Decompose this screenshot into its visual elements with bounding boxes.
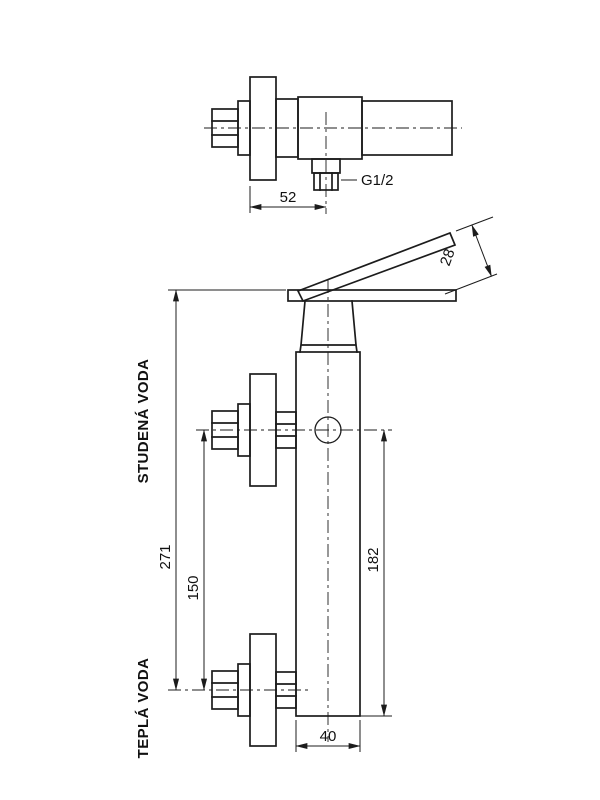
dimension-line [471,224,492,277]
body-neck [299,300,358,353]
dimension-52: 52 [249,186,327,213]
outlet-hex-nut [313,172,339,191]
hex-facets [211,682,239,698]
wall-flange [249,76,277,181]
front-view: 28 271 150 182 40 STUDENÁ VODA TEPLÁ VOD… [135,216,498,759]
dimension-150: 150 [185,429,208,691]
thread-label: G1/2 [361,172,394,189]
hot-water-label: TEPLÁ VODA [135,658,152,759]
thread-callout: G1/2 [341,172,394,189]
dim-52-value: 52 [280,189,297,206]
outlet-hex-facets [319,172,333,191]
extension-line-top [455,216,494,232]
lever-handle [296,231,457,303]
dim-150-value: 150 [185,575,202,600]
union-hex [275,411,297,449]
mixer-body [295,351,361,717]
union-hex-facets [275,683,297,697]
dim-271-value: 271 [157,544,174,569]
union-hex-facets [275,423,297,437]
extension-line-bottom [444,273,498,295]
dim-28-value: 28 [437,247,459,268]
dimension-40: 40 [295,720,361,752]
dim-182-value: 182 [365,547,382,572]
cold-water-label: STUDENÁ VODA [135,359,152,484]
dimension-28: 28 [437,216,498,295]
cartridge-port-circle [314,416,342,444]
dimension-182: 182 [360,429,392,717]
hex-facets [211,422,239,438]
upper-connection [211,373,297,487]
dim-40-value: 40 [320,728,337,745]
union-hex [275,671,297,709]
top-cover-plate [287,289,457,302]
dimension-271: 271 [157,289,286,691]
top-view: 52 G1/2 [204,76,462,214]
lever-side [361,100,453,156]
supply-hex-facets [211,120,239,136]
lower-connection [211,633,297,747]
